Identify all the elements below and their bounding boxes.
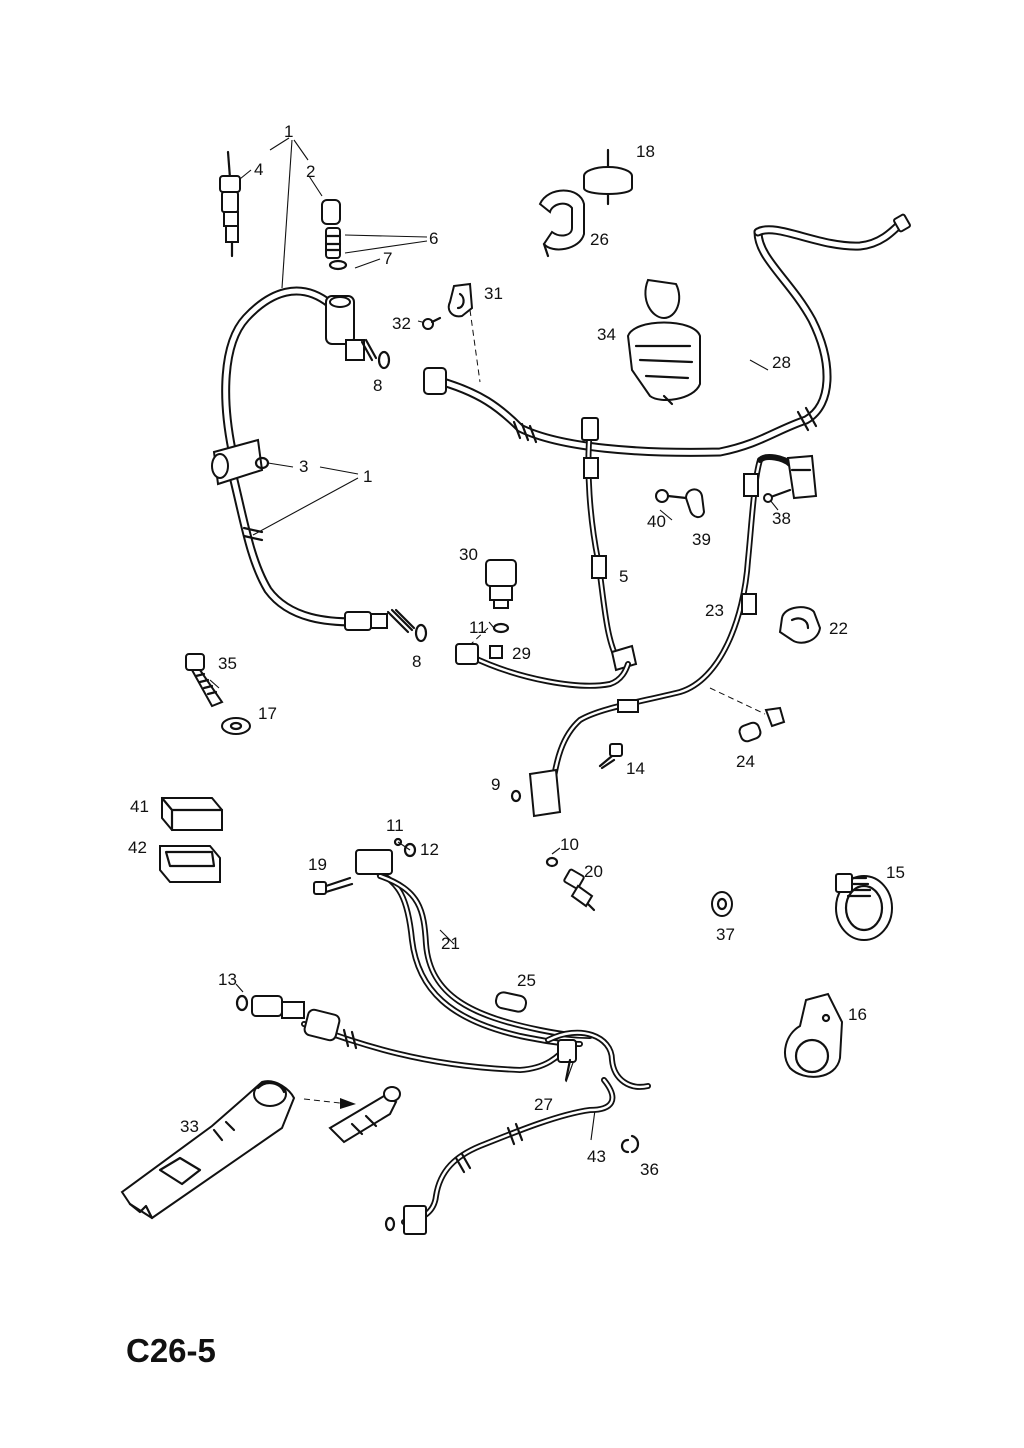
- bracket-34: [626, 278, 701, 406]
- bolt-14: [598, 743, 623, 770]
- diagram-code: C26-5: [126, 1332, 216, 1369]
- callout-32: 32: [392, 314, 411, 333]
- pipe-23: [528, 454, 793, 818]
- callout-6: 6: [429, 229, 438, 248]
- callout-38: 38: [772, 509, 791, 528]
- callout-13: 13: [218, 970, 237, 989]
- callout-20: 20: [584, 862, 603, 881]
- rubber-mount-18: [583, 148, 633, 206]
- sleeve-24: [738, 721, 762, 743]
- callout-39: 39: [692, 530, 711, 549]
- callout-15: 15: [886, 863, 905, 882]
- callout-22: 22: [829, 619, 848, 638]
- o-ring-11b: [393, 837, 403, 847]
- o-ring-10: [545, 856, 559, 868]
- callout-4: 4: [254, 160, 263, 179]
- callout-31: 31: [484, 284, 503, 303]
- pad-42: [159, 845, 221, 883]
- callout-36: 36: [640, 1160, 659, 1179]
- callout-40: 40: [647, 512, 666, 531]
- callout-26: 26: [590, 230, 609, 249]
- callout-8-lower: 8: [412, 652, 421, 671]
- callout-27: 27: [534, 1095, 553, 1114]
- callout-16: 16: [848, 1005, 867, 1024]
- suction-hose-1: [211, 286, 416, 634]
- o-ring-9: [510, 789, 522, 803]
- clamp-31: [447, 282, 474, 318]
- callout-1-top: 1: [284, 122, 293, 141]
- screw-32: [422, 316, 442, 330]
- clip-26: [538, 189, 585, 258]
- bolt-19: [313, 876, 354, 895]
- callout-43: 43: [587, 1147, 606, 1166]
- o-ring-13: [235, 994, 249, 1012]
- callout-7: 7: [383, 249, 392, 268]
- shield-33: [120, 1080, 401, 1220]
- callout-28: 28: [772, 353, 791, 372]
- callout-10: 10: [560, 835, 579, 854]
- callout-2: 2: [306, 162, 315, 181]
- clip-36: [620, 1134, 640, 1154]
- callout-9: 9: [491, 775, 500, 794]
- small-clip: [764, 706, 786, 728]
- callout-18: 18: [636, 142, 655, 161]
- callout-30: 30: [459, 545, 478, 564]
- o-ring-12: [403, 842, 417, 858]
- hose-28: [423, 213, 911, 457]
- pipe-29: [455, 643, 631, 689]
- clip-39: [684, 488, 706, 518]
- callout-11-upper: 11: [469, 618, 487, 637]
- callout-3: 3: [299, 457, 308, 476]
- o-ring-3: [254, 456, 270, 470]
- callout-11-lower: 11: [386, 816, 404, 835]
- pressure-switch-30: [485, 559, 517, 609]
- valve-cap-2: [321, 199, 391, 370]
- clip-22: [778, 606, 822, 644]
- callout-17: 17: [258, 704, 277, 723]
- hose-clamp-15: [835, 873, 893, 941]
- callout-25: 25: [517, 971, 536, 990]
- pad-41: [160, 796, 224, 832]
- bolt-35: [185, 653, 224, 708]
- callout-19: 19: [308, 855, 327, 874]
- pipe-assembly-21: [251, 849, 651, 1235]
- callout-33: 33: [180, 1117, 199, 1136]
- o-ring-8: [414, 623, 428, 643]
- sensor-20: [563, 868, 596, 912]
- o-ring-11: [492, 622, 510, 634]
- callout-34: 34: [597, 325, 616, 344]
- callout-23: 23: [705, 601, 724, 620]
- callout-8-top: 8: [373, 376, 382, 395]
- nut-37: [711, 891, 733, 917]
- pipe-clamp-16: [784, 992, 844, 1078]
- callout-29: 29: [512, 644, 531, 663]
- screw-40: [655, 489, 688, 503]
- callout-35: 35: [218, 654, 237, 673]
- callout-5: 5: [619, 567, 628, 586]
- pipe-5: [581, 417, 638, 672]
- callout-1-mid: 1: [363, 467, 372, 486]
- bracket-38: [763, 454, 818, 503]
- callout-21: 21: [441, 934, 460, 953]
- callout-labels: 1 2 4 6 7 8 3 1 8 18 26 31 32 34 28 40 3…: [128, 122, 905, 1179]
- callout-41: 41: [130, 797, 149, 816]
- callout-14: 14: [626, 759, 645, 778]
- callout-24: 24: [736, 752, 755, 771]
- washer-17: [221, 717, 251, 735]
- sleeve-25: [494, 991, 528, 1013]
- service-valve-4: [219, 150, 241, 258]
- callout-37: 37: [716, 925, 735, 944]
- callout-42: 42: [128, 838, 147, 857]
- callout-12: 12: [420, 840, 439, 859]
